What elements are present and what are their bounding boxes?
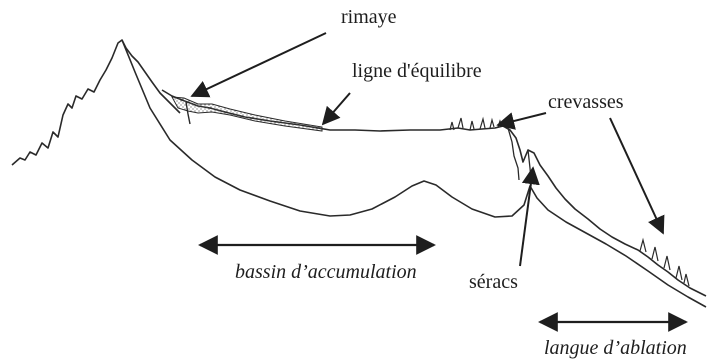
rimaye-arrow (192, 33, 326, 96)
label-rimaye: rimaye (341, 6, 397, 29)
label-crevasses: crevasses (548, 91, 624, 114)
mountain-ridge (12, 40, 180, 165)
serac-edge (508, 128, 531, 180)
seracs-arrow (520, 168, 533, 266)
firn-layer (172, 97, 322, 131)
lower-crevasses (640, 240, 689, 286)
ligne-arrow (323, 93, 350, 124)
crevasses-arrow-2 (610, 118, 663, 233)
label-bassin-accumulation: bassin d’accumulation (235, 261, 417, 284)
label-ligne-equilibre: ligne d'équilibre (352, 60, 482, 83)
label-langue-ablation: langue d’ablation (544, 337, 687, 360)
label-seracs: séracs (469, 271, 518, 294)
crevasses-arrow-1 (498, 113, 546, 125)
